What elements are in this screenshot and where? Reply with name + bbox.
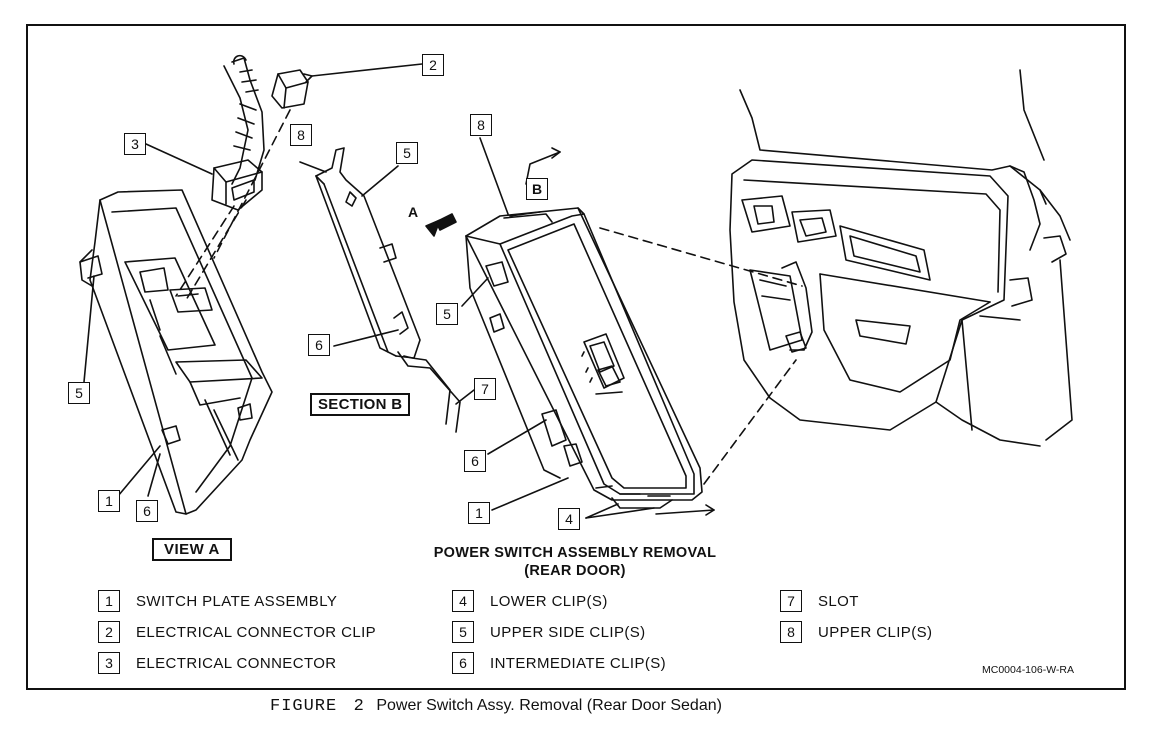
arrow-a-tag: A: [408, 204, 419, 220]
callout-5-section-b: 5: [396, 142, 418, 164]
legend-number: 1: [98, 590, 120, 612]
legend-text: UPPER SIDE CLIP(S): [490, 623, 646, 641]
diagram-title-line2: (REAR DOOR): [524, 563, 626, 579]
callout-1-view-a: 1: [98, 490, 120, 512]
callout-7: 7: [474, 378, 496, 400]
arrow-b-tag: B: [526, 178, 548, 200]
section-b-detail: [315, 147, 461, 433]
switch-assembly-main: [465, 147, 803, 516]
callout-5-assembly: 5: [436, 303, 458, 325]
legend-item-2: 2 ELECTRICAL CONNECTOR CLIP: [98, 621, 376, 643]
section-b-label: SECTION B: [310, 393, 411, 416]
legend-text: INTERMEDIATE CLIP(S): [490, 654, 667, 672]
figure-caption: FIGURE 2 Power Switch Assy. Removal (Rea…: [270, 697, 722, 716]
legend-item-6: 6 INTERMEDIATE CLIP(S): [452, 652, 666, 674]
legend-item-5: 5 UPPER SIDE CLIP(S): [452, 621, 646, 643]
callout-3: 3: [124, 133, 146, 155]
diagram-frame: [26, 24, 1126, 690]
callout-8-assembly: 8: [470, 114, 492, 136]
callout-1-assembly: 1: [468, 502, 490, 524]
callout-6-assembly: 6: [464, 450, 486, 472]
callout-2: 2: [422, 54, 444, 76]
legend-number: 3: [98, 652, 120, 674]
legend-text: ELECTRICAL CONNECTOR CLIP: [136, 623, 377, 641]
legend-number: 4: [452, 590, 474, 612]
legend-item-4: 4 LOWER CLIP(S): [452, 590, 608, 612]
diagram-title-line1: POWER SWITCH ASSEMBLY REMOVAL: [433, 545, 717, 561]
legend-number: 2: [98, 621, 120, 643]
legend-item-3: 3 ELECTRICAL CONNECTOR: [98, 652, 337, 674]
callout-6-section-b: 6: [308, 334, 330, 356]
legend-item-1: 1 SWITCH PLATE ASSEMBLY: [98, 590, 337, 612]
legend-number: 8: [780, 621, 802, 643]
legend-item-7: 7 SLOT: [780, 590, 859, 612]
legend-number: 5: [452, 621, 474, 643]
callout-5-view-a: 5: [68, 382, 90, 404]
view-a-label: VIEW A: [152, 538, 232, 561]
drawing-code: MC0004-106-W-RA: [982, 664, 1075, 676]
view-direction-arrow-a: [425, 213, 457, 237]
legend-text: ELECTRICAL CONNECTOR: [136, 654, 337, 672]
legend-text: SLOT: [818, 592, 859, 610]
figure-caption-text: Power Switch Assy. Removal (Rear Door Se…: [376, 697, 722, 714]
rear-door-illustration: [729, 69, 1073, 447]
callout-6-view-a: 6: [136, 500, 158, 522]
legend-number: 6: [452, 652, 474, 674]
figure-number: 2: [353, 697, 364, 716]
callout-8-section-b: 8: [290, 124, 312, 146]
diagram-title: POWER SWITCH ASSEMBLY REMOVAL (REAR DOOR…: [380, 544, 770, 580]
legend-text: LOWER CLIP(S): [490, 592, 608, 610]
view-a-switch-plate: [79, 54, 309, 515]
legend-text: UPPER CLIP(S): [818, 623, 933, 641]
legend-item-8: 8 UPPER CLIP(S): [780, 621, 932, 643]
callout-4: 4: [558, 508, 580, 530]
leader-lines: [83, 63, 655, 519]
legend-text: SWITCH PLATE ASSEMBLY: [136, 592, 338, 610]
figure-word: FIGURE: [270, 697, 338, 716]
legend-number: 7: [780, 590, 802, 612]
